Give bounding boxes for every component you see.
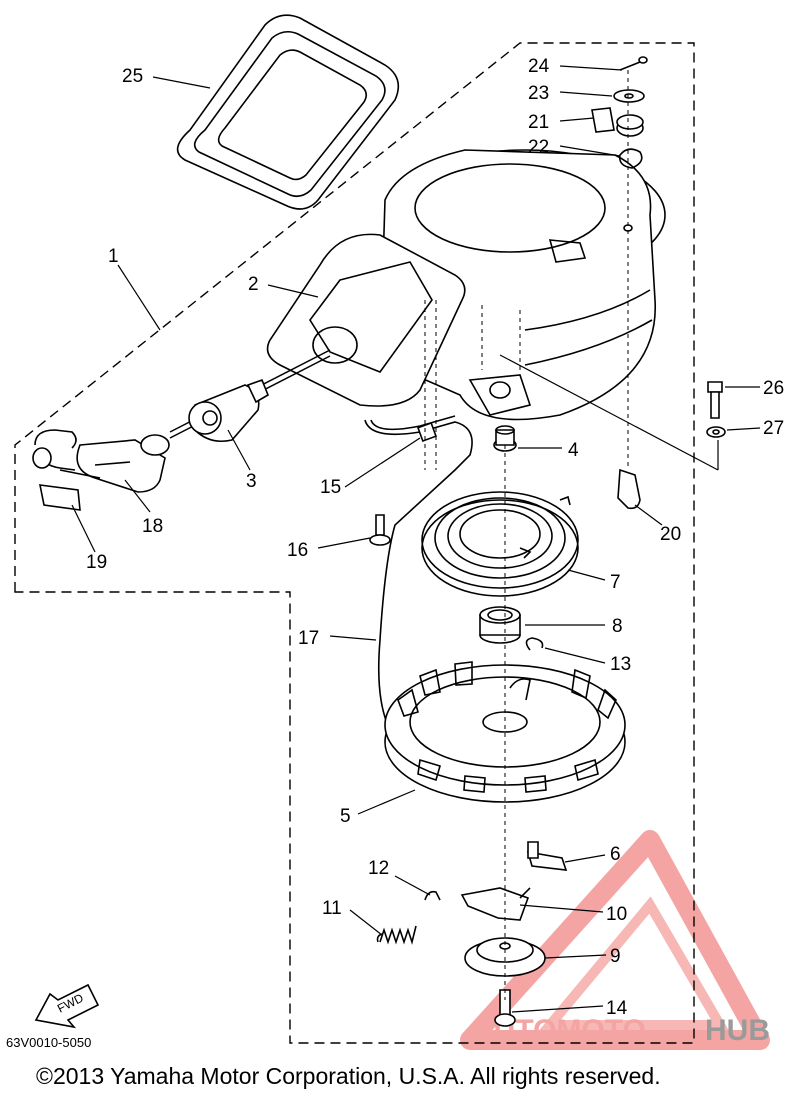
callout-1: 1 (108, 246, 119, 267)
callout-23: 23 (528, 83, 549, 104)
callout-3: 3 (246, 471, 257, 492)
copyright-text: ©2013 Yamaha Motor Corporation, U.S.A. A… (36, 1063, 661, 1089)
callout-25: 25 (122, 66, 143, 87)
callout-22: 22 (528, 137, 549, 158)
callout-14: 14 (606, 998, 628, 1019)
callout-27: 27 (763, 418, 784, 439)
callout-9: 9 (610, 946, 621, 967)
callout-11: 11 (322, 898, 342, 919)
clip-part-19 (32, 429, 101, 511)
callout-labels: 25 1 2 3 4 15 18 19 16 7 17 8 13 5 6 12 … (86, 56, 784, 1019)
callout-6: 6 (610, 844, 621, 865)
callout-17: 17 (298, 628, 319, 649)
clip-part-13 (525, 637, 544, 651)
callout-20: 20 (660, 524, 681, 545)
hook-part-20 (617, 468, 641, 510)
watermark-text-2: HUB (705, 1014, 770, 1047)
callout-21: 21 (528, 112, 549, 133)
starter-housing (266, 149, 666, 421)
callout-10: 10 (606, 904, 627, 925)
spring-part-11 (376, 925, 417, 945)
bolt-part-26 (707, 381, 723, 419)
rope-boot-part-3 (169, 349, 331, 443)
callout-7: 7 (610, 572, 621, 593)
sleeve-part-8 (479, 606, 521, 644)
callout-5: 5 (340, 806, 351, 827)
callout-16: 16 (287, 540, 308, 561)
callout-26: 26 (763, 378, 784, 399)
callout-13: 13 (610, 654, 631, 675)
callout-15: 15 (320, 477, 341, 498)
plate-part-10 (460, 887, 531, 921)
centre-lines (424, 70, 719, 1000)
spring-part-7 (421, 491, 579, 597)
callout-2: 2 (248, 274, 259, 295)
callout-4: 4 (568, 440, 579, 461)
leader-lines (71, 65, 761, 1013)
callout-24: 24 (528, 56, 550, 77)
callout-18: 18 (142, 516, 163, 537)
hardware-parts-21-24 (591, 56, 648, 232)
fwd-arrow-icon: FWD (34, 983, 100, 1029)
callout-12: 12 (368, 858, 389, 879)
handle-part-18 (76, 434, 170, 493)
bolt-part-14 (494, 989, 516, 1027)
callout-19: 19 (86, 552, 107, 573)
bushing-part-4 (493, 425, 517, 452)
cable-part-15-17 (364, 415, 473, 731)
pin-part-12 (424, 890, 441, 901)
callout-8: 8 (612, 616, 623, 637)
diagram-code: 63V0010-5050 (6, 1035, 91, 1050)
gasket-part-25 (176, 14, 400, 210)
washer-part-27 (706, 426, 726, 438)
pawl-part-6 (526, 841, 568, 871)
bolt-part-16 (369, 514, 391, 546)
